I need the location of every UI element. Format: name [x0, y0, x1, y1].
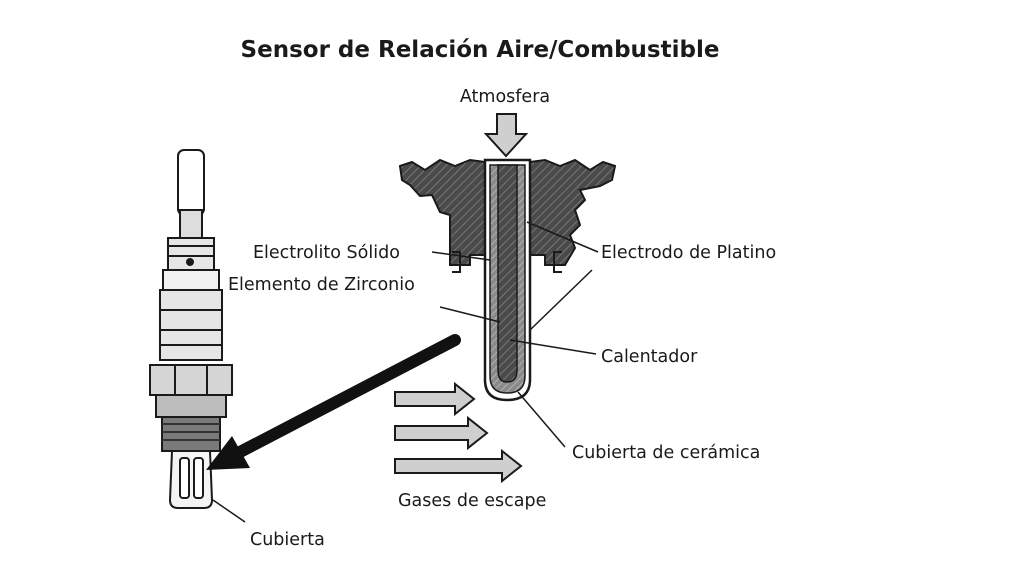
atmosphere-arrow: [483, 113, 529, 158]
label-exhaust-gases: Gases de escape: [398, 491, 546, 511]
exhaust-arrow: [394, 415, 489, 451]
exhaust-arrow: [394, 448, 523, 484]
leader-cover: [212, 499, 246, 523]
exhaust-arrow: [394, 381, 476, 417]
leader-solid-electrolyte: [431, 251, 491, 261]
label-solid-electrolyte: Electrolito Sólido: [253, 243, 400, 263]
label-heater: Calentador: [601, 347, 698, 367]
sensor-external-view: [149, 149, 233, 509]
leader-platinum-electrode-2: [529, 269, 593, 331]
label-atmosphere: Atmosfera: [460, 87, 550, 107]
leader-lines: [212, 221, 599, 523]
leader-platinum-electrode: [526, 221, 599, 253]
label-zirconium-element: Elemento de Zirconio: [228, 275, 415, 295]
pointer-arrow: [206, 334, 461, 470]
label-ceramic-cover: Cubierta de cerámica: [572, 443, 760, 463]
sensor-cross-section: [398, 113, 617, 402]
leader-heater: [509, 339, 597, 355]
label-cover: Cubierta: [250, 530, 325, 550]
exhaust-arrows: [394, 381, 523, 484]
diagram-title: Sensor de Relación Aire/Combustible: [241, 37, 720, 63]
leader-ceramic-cover: [517, 391, 566, 448]
label-platinum-electrode: Electrodo de Platino: [601, 243, 776, 263]
leader-zirconium-element: [439, 306, 501, 323]
